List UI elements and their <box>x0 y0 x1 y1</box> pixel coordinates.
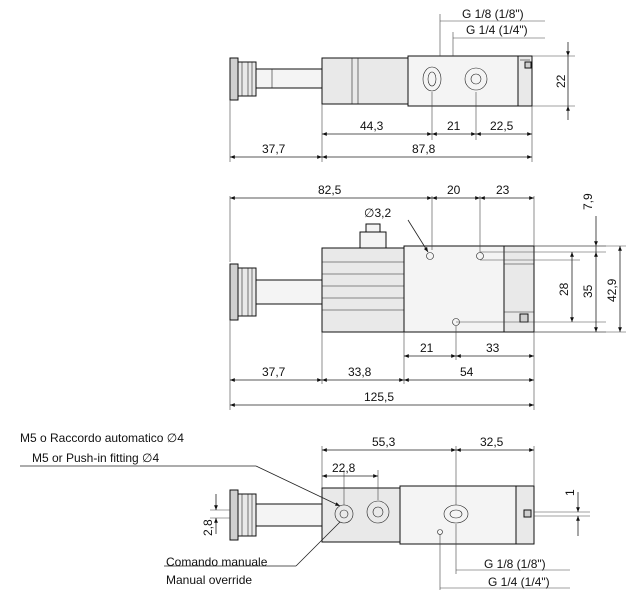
bottom-dim-28: 2,8 <box>201 519 215 536</box>
bottom-connector <box>229 489 323 541</box>
bottom-view: M5 o Raccordo automatico ∅4 M5 or Push-i… <box>20 431 590 590</box>
front-dim-21: 21 <box>420 341 434 355</box>
override-label-en: Manual override <box>166 573 252 587</box>
top-dim-225: 22,5 <box>490 119 514 133</box>
front-dim-total: 125,5 <box>364 390 394 404</box>
top-dim-21: 21 <box>447 119 461 133</box>
fitting-label-en: M5 or Push-in fitting ∅4 <box>32 451 159 465</box>
top-dim-443: 44,3 <box>360 119 384 133</box>
bottom-dim-325: 32,5 <box>480 435 504 449</box>
front-dim-23: 23 <box>496 183 510 197</box>
override-label-it: Comando manuale <box>166 555 268 569</box>
front-dim-35: 35 <box>581 284 595 298</box>
bottom-valve-body <box>321 485 535 545</box>
fitting-label-it: M5 o Raccordo automatico ∅4 <box>20 431 184 445</box>
bottom-thread-secondary: G 1/4 (1/4") <box>488 575 550 589</box>
top-view: G 1/8 (1/8") G 1/4 (1/4") 22 44,3 21 22,… <box>229 7 575 162</box>
top-valve-body <box>321 55 533 107</box>
top-height-dim: 22 <box>554 74 568 88</box>
front-dim-79: 7,9 <box>581 193 595 210</box>
front-dim-33: 33 <box>486 341 500 355</box>
bottom-dim-1: 1 <box>563 489 577 496</box>
front-dim-54: 54 <box>460 365 474 379</box>
top-dim-377: 37,7 <box>262 142 286 156</box>
top-connector <box>229 57 323 101</box>
top-thread-secondary: G 1/4 (1/4") <box>466 23 528 37</box>
bottom-dim-228: 22,8 <box>332 461 356 475</box>
front-dim-28: 28 <box>557 282 571 296</box>
top-thread-primary: G 1/8 (1/8") <box>462 7 524 21</box>
front-dim-429: 42,9 <box>605 278 619 302</box>
front-hole-diameter: ∅3,2 <box>364 206 391 220</box>
top-dim-878: 87,8 <box>412 142 436 156</box>
front-dim-377: 37,7 <box>262 365 286 379</box>
front-connector <box>229 263 323 321</box>
front-dim-20: 20 <box>447 183 461 197</box>
front-dim-338: 33,8 <box>348 365 372 379</box>
front-valve-body <box>321 223 535 333</box>
front-dim-825: 82,5 <box>318 183 342 197</box>
bottom-thread-primary: G 1/8 (1/8") <box>484 557 546 571</box>
front-view: 82,5 20 23 ∅3,2 7,9 28 35 42,9 21 33 <box>229 183 626 410</box>
bottom-dim-553: 55,3 <box>372 435 396 449</box>
